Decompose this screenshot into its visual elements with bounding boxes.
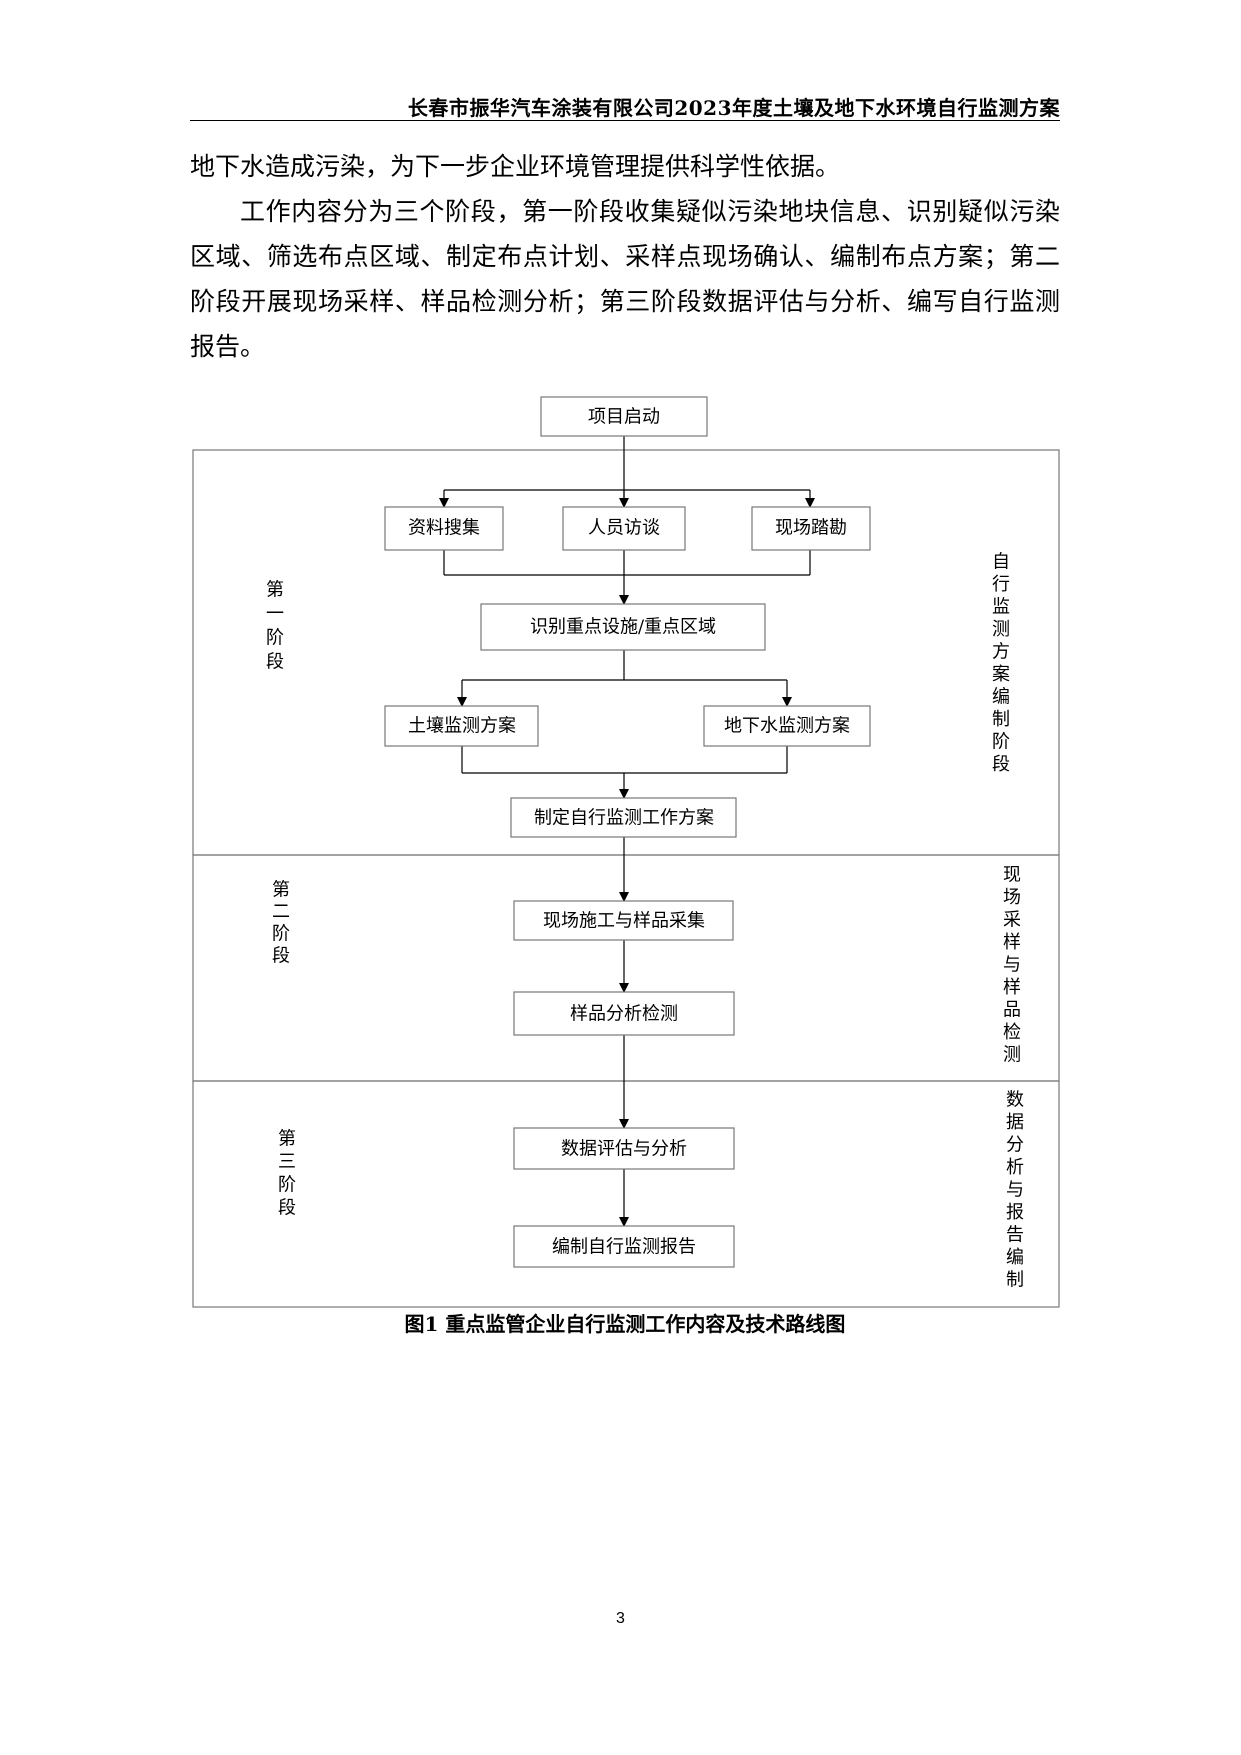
header-rule: [190, 120, 1060, 121]
identify-label: 识别重点设施/重点区域: [530, 617, 716, 638]
interview-label: 人员访谈: [588, 518, 660, 539]
vertical-label-char: 案: [992, 664, 1010, 685]
stage3-frame: [192, 1080, 1060, 1308]
evaluate-label: 数据评估与分析: [561, 1139, 687, 1160]
report-box: [513, 1225, 735, 1268]
soil-plan-box: [384, 705, 539, 747]
vertical-label-char: 样: [1003, 932, 1021, 953]
vertical-label-char: 阶: [278, 1175, 296, 1196]
vertical-label-char: 与: [1006, 1180, 1024, 1201]
analysis-label: 样品分析检测: [570, 1004, 678, 1025]
sampling-box: [513, 900, 734, 941]
vertical-label-char: 制: [992, 709, 1010, 730]
vertical-label-char: 监: [992, 597, 1010, 618]
work-plan-box: [510, 797, 737, 838]
vertical-label-char: 品: [1003, 1000, 1021, 1021]
groundwater-plan-box: [703, 705, 871, 747]
vertical-label-char: 数: [1006, 1090, 1024, 1111]
survey-label: 现场踏勘: [775, 518, 847, 539]
vertical-label-char: 据: [1006, 1112, 1024, 1133]
vertical-label-char: 分: [1006, 1135, 1024, 1156]
vertical-label-char: 三: [278, 1152, 296, 1173]
vertical-label-char: 测: [1003, 1045, 1021, 1066]
report-label: 编制自行监测报告: [552, 1237, 696, 1258]
vertical-label-char: 行: [992, 574, 1010, 595]
vertical-label-char: 方: [992, 642, 1010, 663]
stage3-left-label: 第三阶段: [278, 1129, 296, 1219]
stage2-left-label: 第二阶段: [272, 880, 290, 967]
collect-label: 资料搜集: [408, 518, 480, 539]
evaluate-box: [513, 1127, 735, 1170]
groundwater-plan-label: 地下水监测方案: [724, 716, 850, 737]
soil-plan-label: 土壤监测方案: [408, 716, 516, 737]
work-plan-label: 制定自行监测工作方案: [534, 808, 714, 829]
vertical-label-char: 阶: [272, 924, 290, 945]
vertical-label-char: 阶: [266, 628, 284, 649]
vertical-label-char: 采: [1003, 910, 1021, 931]
technical-route-flowchart: 项目启动 资料搜集 人员访谈 现场踏勘 识别重点设施/重点区域 土壤监测方案 地…: [192, 396, 1060, 1308]
vertical-label-char: 段: [266, 652, 284, 673]
vertical-label-char: 测: [992, 619, 1010, 640]
stage1-left-label: 第一阶段: [266, 580, 284, 673]
vertical-label-char: 检: [1003, 1022, 1021, 1043]
page-header: 长春市振华汽车涂装有限公司2023年度土壤及地下水环境自行监测方案: [407, 96, 1060, 120]
survey-box: [751, 506, 871, 551]
vertical-label-char: 报: [1006, 1202, 1024, 1223]
stage2-frame: [192, 854, 1060, 1082]
vertical-label-char: 第: [266, 580, 284, 601]
collect-box: [384, 506, 504, 551]
vertical-label-char: 制: [1006, 1270, 1024, 1291]
analysis-box: [513, 991, 735, 1036]
sampling-label: 现场施工与样品采集: [543, 911, 705, 932]
vertical-label-char: 编: [1006, 1247, 1024, 1268]
vertical-label-char: 段: [278, 1198, 296, 1219]
vertical-label-char: 样: [1003, 977, 1021, 998]
vertical-label-char: 阶: [992, 732, 1010, 753]
vertical-label-char: 编: [992, 687, 1010, 708]
vertical-label-char: 析: [1006, 1157, 1024, 1178]
paragraph-1: 地下水造成污染，为下一步企业环境管理提供科学性依据。: [190, 152, 841, 181]
start-label: 项目启动: [588, 407, 660, 428]
vertical-label-char: 一: [266, 604, 284, 625]
figure-caption: 图1 重点监管企业自行监测工作内容及技术路线图: [404, 1312, 846, 1336]
page-number: 3: [616, 1610, 625, 1627]
vertical-label-char: 二: [272, 902, 290, 923]
paragraph-2: 工作内容分为三个阶段，第一阶段收集疑似污染地块信息、识别疑似污染区域、筛选布点区…: [190, 197, 1060, 361]
vertical-label-char: 第: [272, 880, 290, 901]
vertical-label-char: 现: [1003, 865, 1021, 886]
vertical-label-char: 自: [992, 552, 1010, 573]
vertical-label-char: 段: [992, 754, 1010, 775]
vertical-label-char: 段: [272, 946, 290, 967]
vertical-label-char: 与: [1003, 955, 1021, 976]
interview-box: [562, 506, 686, 551]
vertical-label-char: 告: [1006, 1225, 1024, 1246]
identify-box: [480, 603, 766, 651]
start-box: [540, 396, 708, 437]
vertical-label-char: 场: [1003, 887, 1021, 908]
vertical-label-char: 第: [278, 1129, 296, 1150]
